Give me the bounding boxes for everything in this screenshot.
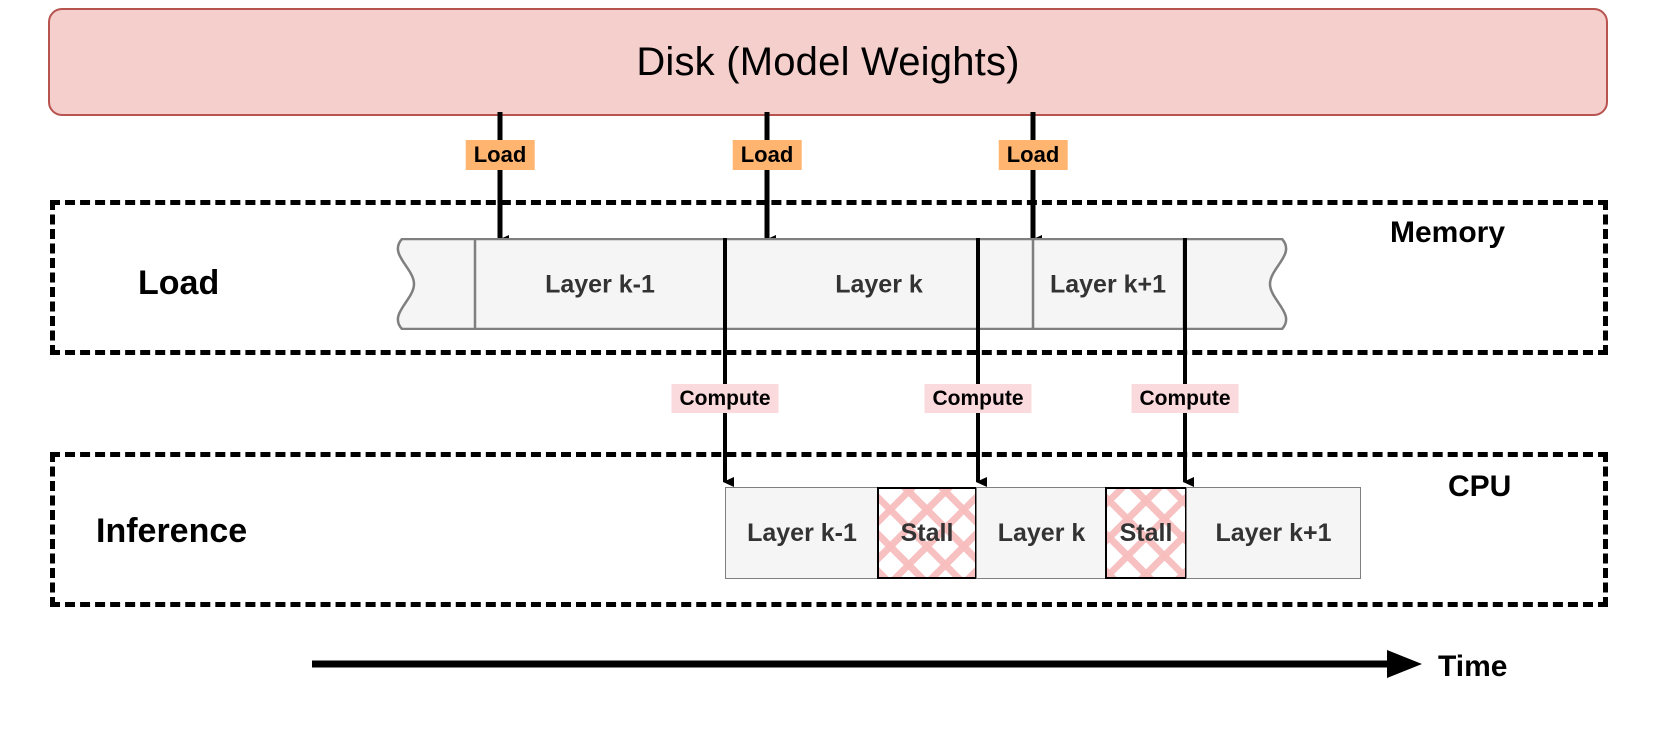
memory-zone-box (50, 200, 1608, 355)
cpu-cell-stall-1: Stall (877, 487, 977, 579)
cpu-cell-layer-k-plus-1: Layer k+1 (1186, 487, 1361, 579)
memory-band: Layer k-1 Layer k Layer k+1 (384, 238, 1300, 330)
load-arrow-1 (0, 112, 1661, 258)
disk-model-weights-block: Disk (Model Weights) (48, 8, 1608, 116)
time-axis-arrow (312, 648, 1422, 680)
memory-zone-tag: Memory (1390, 216, 1506, 249)
edge-label-load-3: Load (998, 140, 1068, 171)
disk-label: Disk (Model Weights) (636, 39, 1020, 84)
edge-label-load-1: Load (465, 140, 535, 171)
time-axis-label: Time (1438, 650, 1508, 683)
cpu-zone-box (50, 452, 1608, 607)
cpu-cell-stall-2: Stall (1105, 487, 1187, 579)
edge-label-compute-1: Compute (671, 384, 779, 414)
edge-label-compute-2: Compute (924, 384, 1032, 414)
cpu-cell-layer-k: Layer k (976, 487, 1106, 579)
memory-segment-layer-k-plus-1: Layer k+1 (1049, 270, 1167, 299)
compute-arrow-group (0, 238, 1661, 500)
edge-label-load-2: Load (732, 140, 802, 171)
memory-segment-layer-k: Layer k (835, 270, 923, 299)
cpu-cell-layer-k-minus-1: Layer k-1 (725, 487, 878, 579)
cpu-timeline: Layer k-1 Stall Layer k Stall Layer k+1 (725, 487, 1361, 579)
cpu-zone-tag: CPU (1448, 470, 1512, 503)
edge-label-compute-3: Compute (1131, 384, 1239, 414)
memory-segment-layer-k-minus-1: Layer k-1 (545, 270, 655, 299)
inference-row-label: Inference (96, 512, 248, 550)
load-row-label: Load (138, 264, 220, 302)
